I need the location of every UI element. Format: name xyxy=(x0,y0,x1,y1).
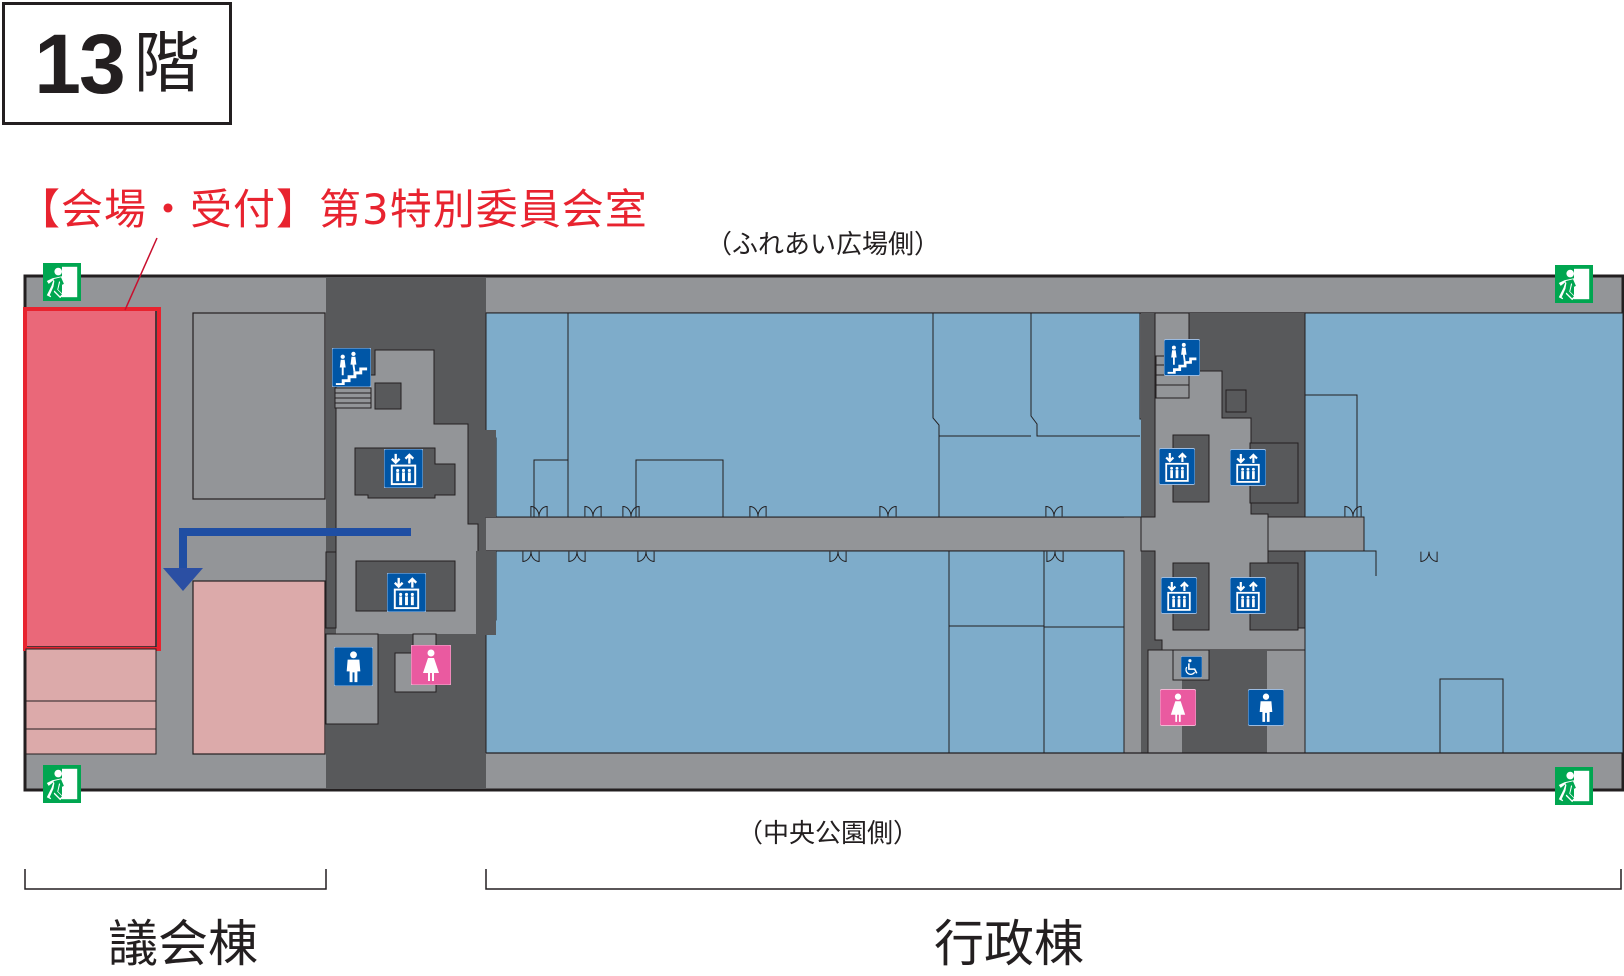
floor-badge: 13 階 xyxy=(2,2,232,125)
emergency-exit-icon xyxy=(43,765,81,803)
elevator-icon xyxy=(1230,448,1266,487)
emergency-exit-icon xyxy=(1555,265,1593,303)
elevator-icon xyxy=(387,573,426,612)
orientation-top-label: （ふれあい広場側） xyxy=(706,230,941,260)
venue-leader-line xyxy=(124,237,158,311)
mens-restroom-icon xyxy=(1248,689,1284,726)
venue-label: 【会場・受付】第3特別委員会室 xyxy=(18,185,648,234)
floor-number: 13 xyxy=(34,16,125,111)
emergency-exit-icon xyxy=(1555,767,1593,805)
assembly-wing-bracket xyxy=(24,869,327,890)
stairs-icon xyxy=(332,348,371,387)
venue-room-3rd-special-committee[interactable] xyxy=(23,307,161,651)
assembly-room-lower xyxy=(192,580,326,755)
assembly-wing-label: 議会棟 xyxy=(108,915,258,973)
elevator-icon xyxy=(1161,576,1197,615)
stairs-icon xyxy=(1164,339,1200,376)
elevator-icon xyxy=(384,449,423,488)
wheelchair-icon xyxy=(1181,656,1202,678)
route-arrow xyxy=(163,528,411,591)
admin-wing-bracket xyxy=(485,869,1622,890)
elevator-icon xyxy=(1230,576,1266,615)
emergency-exit-icon xyxy=(43,263,81,301)
womens-restroom-icon xyxy=(1160,689,1196,726)
admin-wing-label: 行政棟 xyxy=(934,915,1084,973)
floor-suffix: 階 xyxy=(133,24,200,102)
mens-restroom-icon xyxy=(334,647,373,686)
womens-restroom-icon xyxy=(411,645,451,685)
elevator-icon xyxy=(1159,447,1195,486)
orientation-bottom-label: （中央公園側） xyxy=(737,819,920,849)
